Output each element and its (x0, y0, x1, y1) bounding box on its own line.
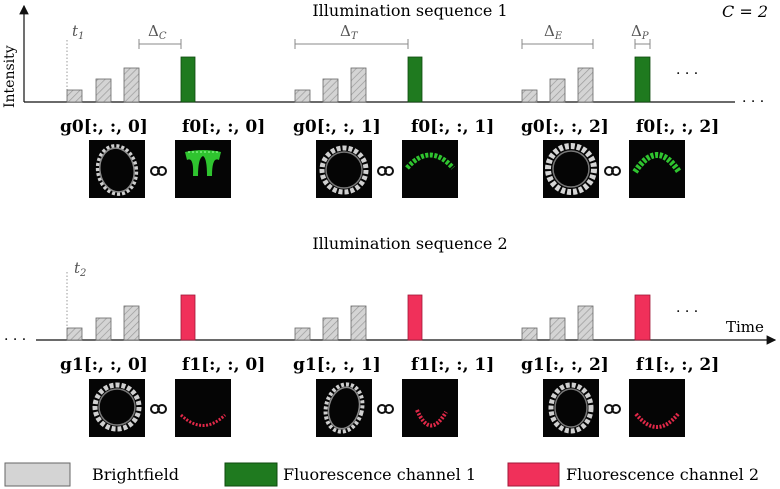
channel-count-label: C = 2 (722, 2, 768, 21)
brightfield-pulse (294, 89, 311, 103)
legend-swatch-brightfield (4, 462, 71, 487)
x-axis-label: Time (726, 318, 764, 336)
brightfield-pulse (66, 89, 83, 103)
brightfield-pulse (577, 67, 594, 103)
fluorescence-channel2-image (402, 379, 458, 437)
frame-label: g0[:, :, 1] (293, 117, 381, 137)
brightfield-pulse (521, 89, 538, 103)
brightfield-pulse (123, 67, 140, 103)
brightfield-pulse (549, 78, 566, 103)
delta-e-bracket (521, 39, 594, 49)
frame-label: f0[:, :, 2] (636, 117, 719, 137)
brightfield-image (316, 140, 372, 198)
fluorescence-channel1-image (402, 140, 458, 198)
frame-label: f0[:, :, 1] (411, 117, 494, 137)
frame-label: g1[:, :, 0] (60, 355, 148, 375)
legend-label-channel1: Fluorescence channel 1 (283, 465, 476, 484)
delta-e-label: ΔE (544, 22, 563, 42)
pulse-ellipsis-1: · · · (676, 66, 698, 82)
delta-t-label: ΔT (340, 22, 359, 42)
brightfield-image (543, 379, 599, 437)
t1-label: t1 (72, 22, 84, 42)
brightfield-pulse (95, 78, 112, 103)
frame-label: g1[:, :, 2] (521, 355, 609, 375)
frame-label: g0[:, :, 2] (521, 117, 609, 137)
brightfield-image (89, 379, 145, 437)
brightfield-pulse (123, 305, 140, 341)
sequence2-title: Illumination sequence 2 (312, 234, 507, 253)
fluorescence-channel1-pulse (407, 56, 423, 103)
brightfield-image (89, 140, 145, 198)
sequence1-title: Illumination sequence 1 (312, 1, 507, 20)
link-icon (604, 404, 621, 414)
link-icon (150, 166, 167, 176)
brightfield-image (543, 140, 599, 198)
fluorescence-channel2-pulse (407, 294, 423, 341)
fluorescence-channel1-pulse (634, 56, 651, 103)
fluorescence-channel1-pulse (180, 56, 196, 103)
brightfield-pulse (66, 327, 83, 341)
frame-label: f1[:, :, 2] (636, 355, 719, 375)
frame-label: f1[:, :, 1] (411, 355, 494, 375)
continuation-ellipsis-1: · · · (742, 94, 764, 110)
fluorescence-channel2-image (629, 379, 685, 437)
link-icon (377, 166, 394, 176)
brightfield-pulse (95, 317, 112, 341)
brightfield-pulse (322, 78, 339, 103)
legend-swatch-channel2 (507, 462, 560, 487)
frame-label: f0[:, :, 0] (182, 117, 265, 137)
frame-label: g1[:, :, 1] (293, 355, 381, 375)
frame-label: f1[:, :, 0] (182, 355, 265, 375)
delta-t-bracket (294, 39, 409, 49)
t2-label: t2 (74, 259, 86, 279)
continuation-ellipsis-2: · · · (4, 332, 26, 348)
brightfield-pulse (294, 327, 311, 341)
fluorescence-channel2-pulse (634, 294, 651, 341)
brightfield-pulse (521, 327, 538, 341)
legend-label-channel2: Fluorescence channel 2 (566, 465, 759, 484)
delta-p-label: ΔP (631, 22, 649, 42)
legend-label-brightfield: Brightfield (92, 465, 179, 484)
brightfield-pulse (577, 305, 594, 341)
brightfield-pulse (322, 317, 339, 341)
fluorescence-channel1-image (175, 140, 231, 198)
pulse-ellipsis-2: · · · (676, 304, 698, 320)
fluorescence-channel2-pulse (180, 294, 196, 341)
delta-c-label: ΔC (148, 22, 167, 42)
brightfield-pulse (350, 67, 367, 103)
y-axis-label: Intensity (2, 45, 18, 108)
brightfield-image (316, 379, 372, 437)
brightfield-pulse (549, 317, 566, 341)
link-icon (150, 404, 167, 414)
delta-c-bracket (138, 39, 182, 49)
link-icon (377, 404, 394, 414)
legend-swatch-channel1 (224, 462, 278, 487)
delta-p-bracket (634, 39, 651, 49)
frame-label: g0[:, :, 0] (60, 117, 148, 137)
link-icon (604, 166, 621, 176)
fluorescence-channel2-image (175, 379, 231, 437)
fluorescence-channel1-image (629, 140, 685, 198)
brightfield-pulse (350, 305, 367, 341)
